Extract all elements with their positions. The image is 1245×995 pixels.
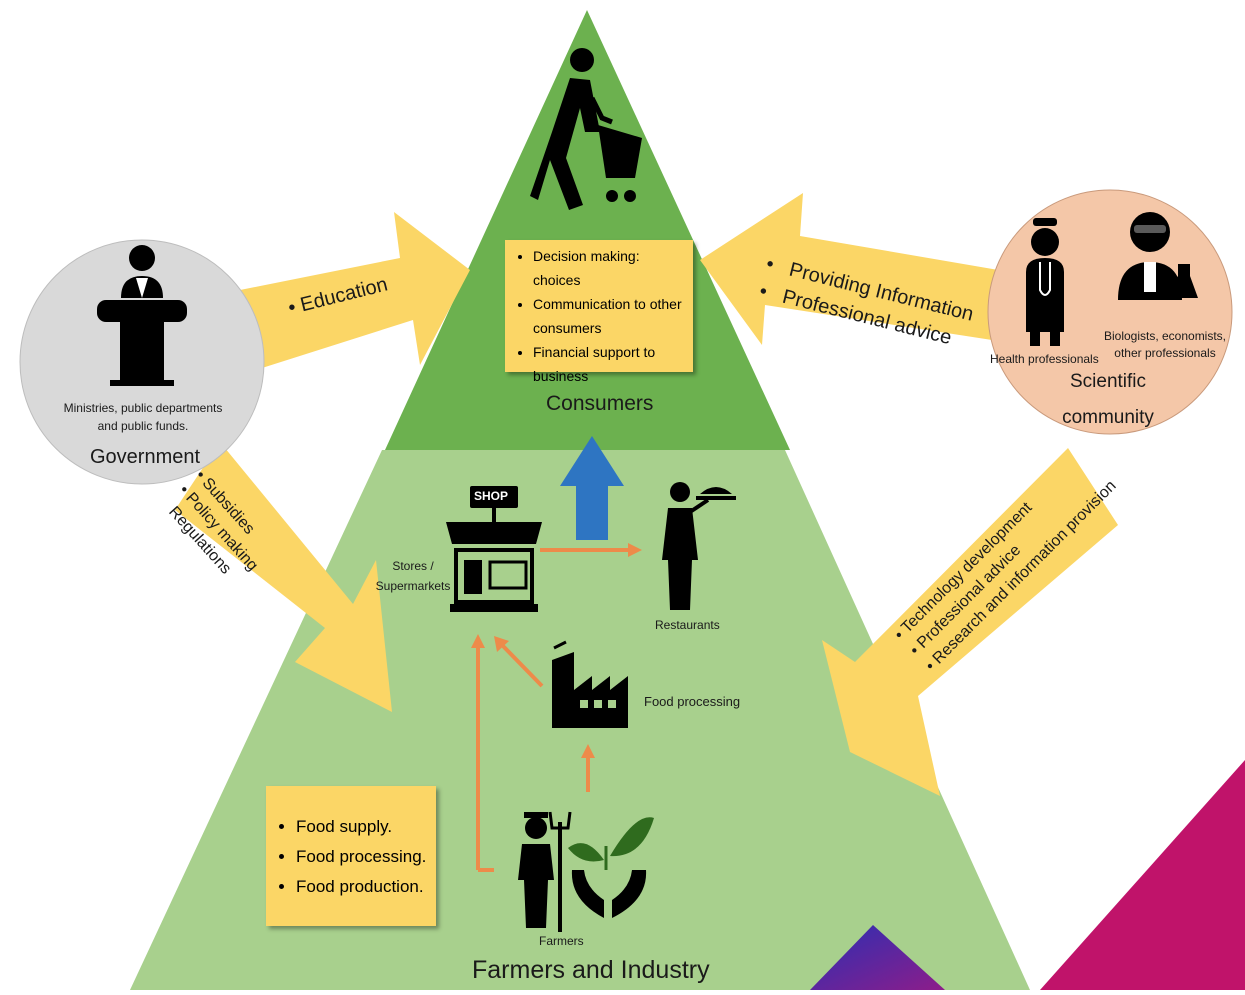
corner-stripe-magenta (1040, 760, 1245, 990)
government-subtitle: Ministries, public departments and publi… (63, 401, 223, 433)
shop-sign: SHOP (474, 489, 509, 503)
farmers-label: Farmers (539, 934, 584, 948)
info-arrow (700, 193, 1010, 345)
factory-icon (552, 640, 628, 728)
industry-bullet: Food supply. (296, 812, 430, 842)
scientist-icon (1118, 212, 1198, 300)
stores-label: Stores / Supermarkets (375, 559, 451, 593)
technology-arrow (822, 448, 1118, 796)
industry-note: Food supply. Food processing. Food produ… (266, 786, 436, 926)
flow-arrows (471, 543, 642, 872)
industry-bullet: Food processing. (296, 842, 430, 872)
industry-bullet: Food production. (296, 872, 430, 902)
doctor-icon (1026, 218, 1064, 346)
consumers-bullet: Decision making: choices (533, 244, 687, 292)
consumers-note: Decision making: choices Communication t… (505, 240, 693, 384)
shopper-with-cart-icon (530, 48, 642, 210)
food-processing-label: Food processing (644, 694, 741, 709)
up-arrow (560, 436, 624, 540)
restaurants-label: Restaurants (655, 618, 720, 632)
waiter-icon (662, 482, 736, 610)
education-arrow (240, 212, 470, 368)
consumers-bullet: Financial support to business (533, 340, 687, 388)
scientific-community-label: Scientific community (1062, 371, 1154, 428)
consumers-bullet: Communication to other consumers (533, 292, 687, 340)
industry-label: Farmers and Industry (472, 956, 710, 984)
other-professionals-label: Biologists, economists, other profession… (1103, 329, 1227, 360)
speaker-podium-icon (97, 245, 187, 386)
subsidies-arrow (175, 442, 392, 712)
government-label: Government (90, 446, 201, 468)
consumers-label: Consumers (546, 392, 654, 415)
corner-stripe-purple (810, 925, 945, 990)
shop-icon (446, 486, 542, 612)
plant-in-hands-icon (568, 817, 654, 918)
farmer-icon (518, 811, 572, 932)
health-professionals-label: Health professionals (990, 352, 1099, 366)
